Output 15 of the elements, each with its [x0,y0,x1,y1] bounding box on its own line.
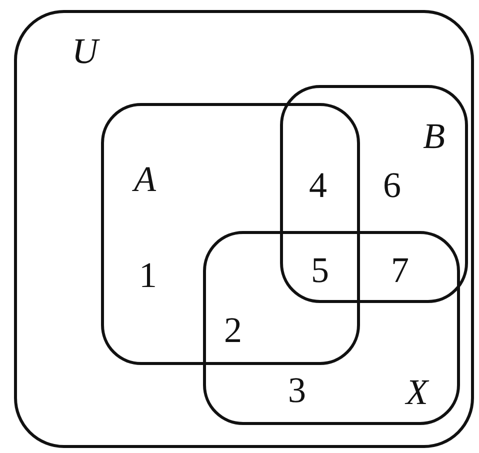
set-outline [203,231,460,425]
region-number: 7 [391,252,409,288]
set-name: B [423,118,445,154]
region-number: 5 [311,252,329,288]
set-name: X [406,374,428,410]
set-outline [14,10,474,448]
region-number: 1 [139,257,157,293]
region-number: 4 [309,167,327,203]
set-name: U [72,33,98,69]
region-number: 6 [383,167,401,203]
region-number: 3 [288,372,306,408]
set-outline [280,85,468,303]
set-name: A [134,161,156,197]
region-number: 2 [224,312,242,348]
set-outline [101,103,360,365]
